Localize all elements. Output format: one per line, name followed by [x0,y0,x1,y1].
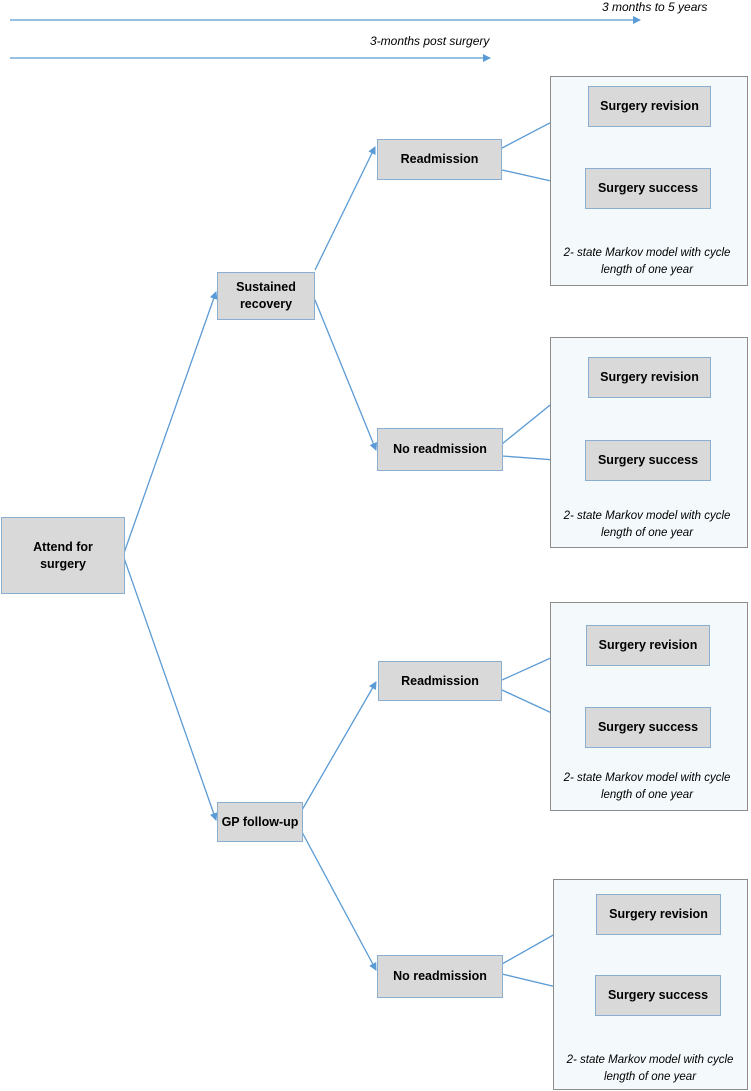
markov-1-surgery-success: Surgery success [585,168,711,209]
markov-2-caption: 2- state Markov model with cycle length … [563,510,731,539]
markov-2-surgery-revision: Surgery revision [588,357,711,398]
node-readmission-2: Readmission [378,661,502,701]
node-gp-follow-up: GP follow-up [217,802,303,842]
edge-sustained-to-readmission [314,146,376,271]
node-no-readmission-2: No readmission [377,955,503,998]
markov-1-caption: 2- state Markov model with cycle length … [563,247,731,276]
node-no-readmission-1: No readmission [377,428,503,471]
markov-4-caption: 2- state Markov model with cycle length … [566,1054,734,1083]
node-readmission-1: Readmission [377,139,502,180]
edge-gp-to-noreadmission [301,831,377,971]
node-sustained-recovery: Sustained recovery [217,272,315,320]
markov-4-surgery-success: Surgery success [595,975,721,1016]
markov-3-surgery-success: Surgery success [585,707,711,748]
markov-4-surgery-revision: Surgery revision [596,894,721,935]
node-attend-for-surgery: Attend for surgery [1,517,125,594]
edge-gp-to-readmission [301,681,377,811]
timeline-label-5-years: 3 months to 5 years [602,0,708,14]
markov-2-surgery-success: Surgery success [585,440,711,481]
timeline-label-3-months: 3-months post surgery [370,34,490,48]
markov-1-surgery-revision: Surgery revision [588,86,711,127]
edge-root-to-gp [123,557,218,821]
markov-3-surgery-revision: Surgery revision [586,625,710,666]
edge-root-to-sustained [123,291,218,554]
markov-3-caption: 2- state Markov model with cycle length … [563,772,731,801]
edge-sustained-to-noreadmission [314,299,378,451]
